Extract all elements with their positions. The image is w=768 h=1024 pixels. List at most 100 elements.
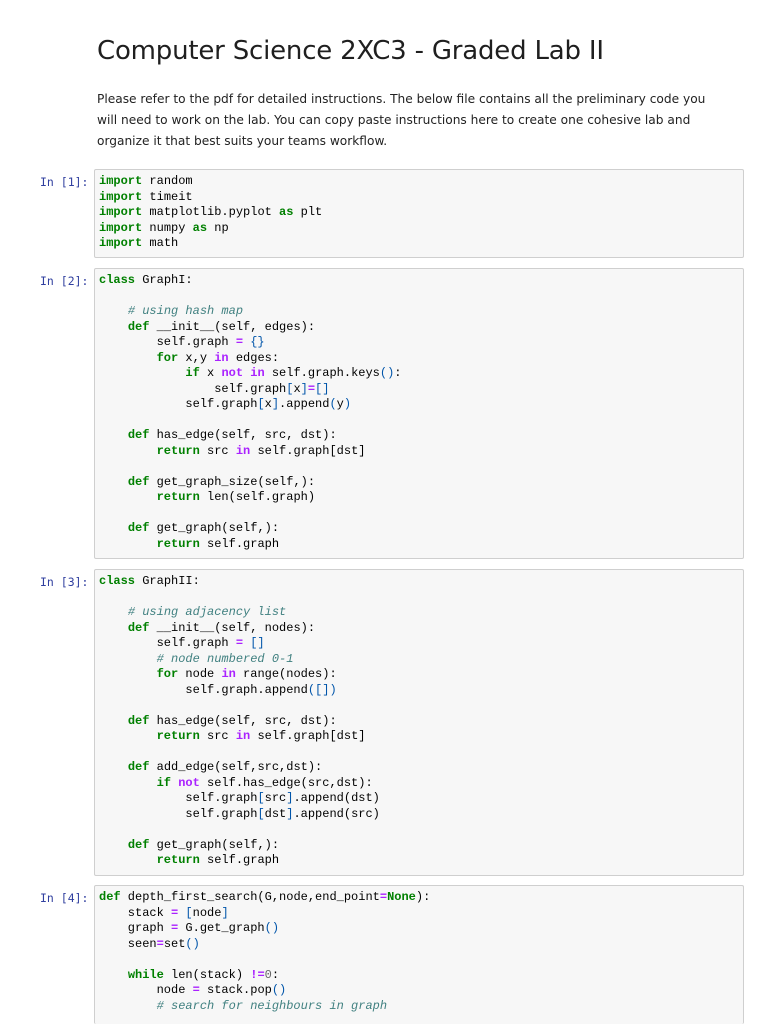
code-keyword: class [99, 574, 136, 588]
code-token: x [293, 381, 301, 396]
code-token: [ [185, 905, 193, 920]
cell-prompt: In [3]: [40, 575, 89, 589]
code-token [99, 729, 157, 743]
code-token [99, 537, 157, 551]
code-text[interactable]: def depth_first_search(G,node,end_point=… [95, 886, 743, 1014]
code-operator: in [235, 443, 251, 458]
code-token: ([]) [307, 682, 337, 697]
code-token: 0 [264, 967, 272, 982]
code-token [99, 521, 128, 535]
code-token: matplotlib.pyplot [142, 205, 280, 219]
code-token: [ [257, 397, 265, 411]
code-keyword: for [156, 667, 179, 681]
code-operator: = [235, 636, 244, 650]
code-token: math [142, 236, 179, 250]
code-keyword: class [99, 273, 136, 287]
code-keyword: def [127, 474, 150, 489]
code-token: dst [264, 806, 287, 821]
code-token [99, 760, 128, 774]
code-keyword: as [192, 220, 208, 235]
code-comment: # node numbered 0-1 [156, 651, 294, 666]
code-editor[interactable]: import random import timeit import matpl… [94, 169, 744, 258]
code-keyword: def [127, 521, 150, 535]
cell-prompt: In [1]: [40, 175, 89, 189]
code-token: {} [250, 335, 265, 349]
code-token: () [379, 366, 395, 380]
code-token: self.graph [99, 791, 258, 805]
code-editor[interactable]: def depth_first_search(G,node,end_point=… [94, 885, 744, 1024]
code-token: ] [221, 905, 229, 920]
code-token: self.graph [99, 636, 236, 650]
code-token: [] [315, 381, 330, 396]
code-operator: in [214, 350, 229, 365]
code-operator: not [178, 775, 200, 790]
code-keyword: def [127, 428, 150, 442]
code-operator: = [379, 890, 388, 904]
code-token: ( [329, 397, 337, 411]
code-token [99, 714, 128, 728]
code-keyword: def [99, 890, 121, 904]
code-token: get_graph_size(self,): [149, 474, 316, 489]
code-token: self.graph.keys [264, 366, 380, 380]
code-token: set [163, 936, 186, 951]
code-token: self.graph [99, 397, 258, 411]
code-keyword: for [156, 350, 179, 365]
code-token: [ [257, 791, 265, 805]
code-token: GraphII: [135, 574, 200, 588]
code-keyword: def [127, 760, 150, 774]
code-keyword: None [387, 890, 416, 904]
code-token [99, 853, 157, 867]
code-token [99, 605, 128, 619]
code-token: ] [300, 381, 308, 396]
code-token [99, 776, 157, 790]
cell-prompt: In [4]: [40, 891, 89, 905]
code-token: node [178, 667, 222, 681]
code-token: get_graph(self,): [149, 837, 280, 852]
code-editor[interactable]: class GraphII: # using adjacency list de… [94, 569, 744, 876]
code-token [99, 999, 157, 1013]
code-token: self.graph [199, 536, 280, 551]
code-token: has_edge(self, src, dst): [149, 713, 337, 728]
code-token: self.has_edge(src,dst): [199, 775, 373, 790]
code-keyword: return [156, 490, 200, 504]
code-token: self.graph[dst] [250, 729, 366, 743]
code-text[interactable]: class GraphI: # using hash map def __ini… [95, 269, 743, 552]
code-token: ] [286, 791, 294, 805]
code-token [99, 968, 128, 982]
code-keyword: as [279, 205, 294, 219]
code-token: node [99, 983, 193, 997]
code-token [99, 621, 128, 635]
code-token: self.graph [99, 381, 287, 396]
code-token: numpy [142, 220, 193, 235]
code-operator: = [171, 905, 179, 920]
code-keyword: while [127, 967, 164, 982]
code-text[interactable]: import random import timeit import matpl… [95, 170, 743, 252]
code-token: x [264, 397, 272, 411]
code-text[interactable]: class GraphII: # using adjacency list de… [95, 570, 743, 869]
code-token: stack.pop [199, 983, 272, 997]
code-token: seen [99, 936, 157, 951]
code-token [99, 838, 128, 852]
code-operator: not [221, 366, 244, 380]
code-token [99, 490, 157, 504]
code-editor[interactable]: class GraphI: # using hash map def __ini… [94, 268, 744, 559]
code-token: len(self.graph) [199, 490, 316, 504]
code-token [99, 304, 128, 318]
code-token: depth_first_search(G,node,end_point [120, 890, 380, 904]
code-operator: in [250, 366, 265, 380]
code-token [99, 667, 157, 681]
code-token: self.graph.append [99, 682, 308, 697]
code-token: ) [343, 397, 352, 411]
notebook-title: Computer Science 2XC3 - Graded Lab II [97, 36, 604, 66]
code-token: () [264, 921, 280, 935]
code-token: () [185, 936, 200, 951]
code-keyword: def [127, 837, 150, 852]
code-token [99, 351, 157, 365]
code-token [99, 444, 157, 458]
code-keyword: import [99, 205, 143, 219]
code-token: .append [279, 397, 330, 411]
code-token: graph [99, 921, 172, 935]
code-keyword: if [185, 366, 200, 380]
code-token: __init__(self, edges): [149, 319, 316, 334]
code-keyword: return [156, 729, 200, 743]
